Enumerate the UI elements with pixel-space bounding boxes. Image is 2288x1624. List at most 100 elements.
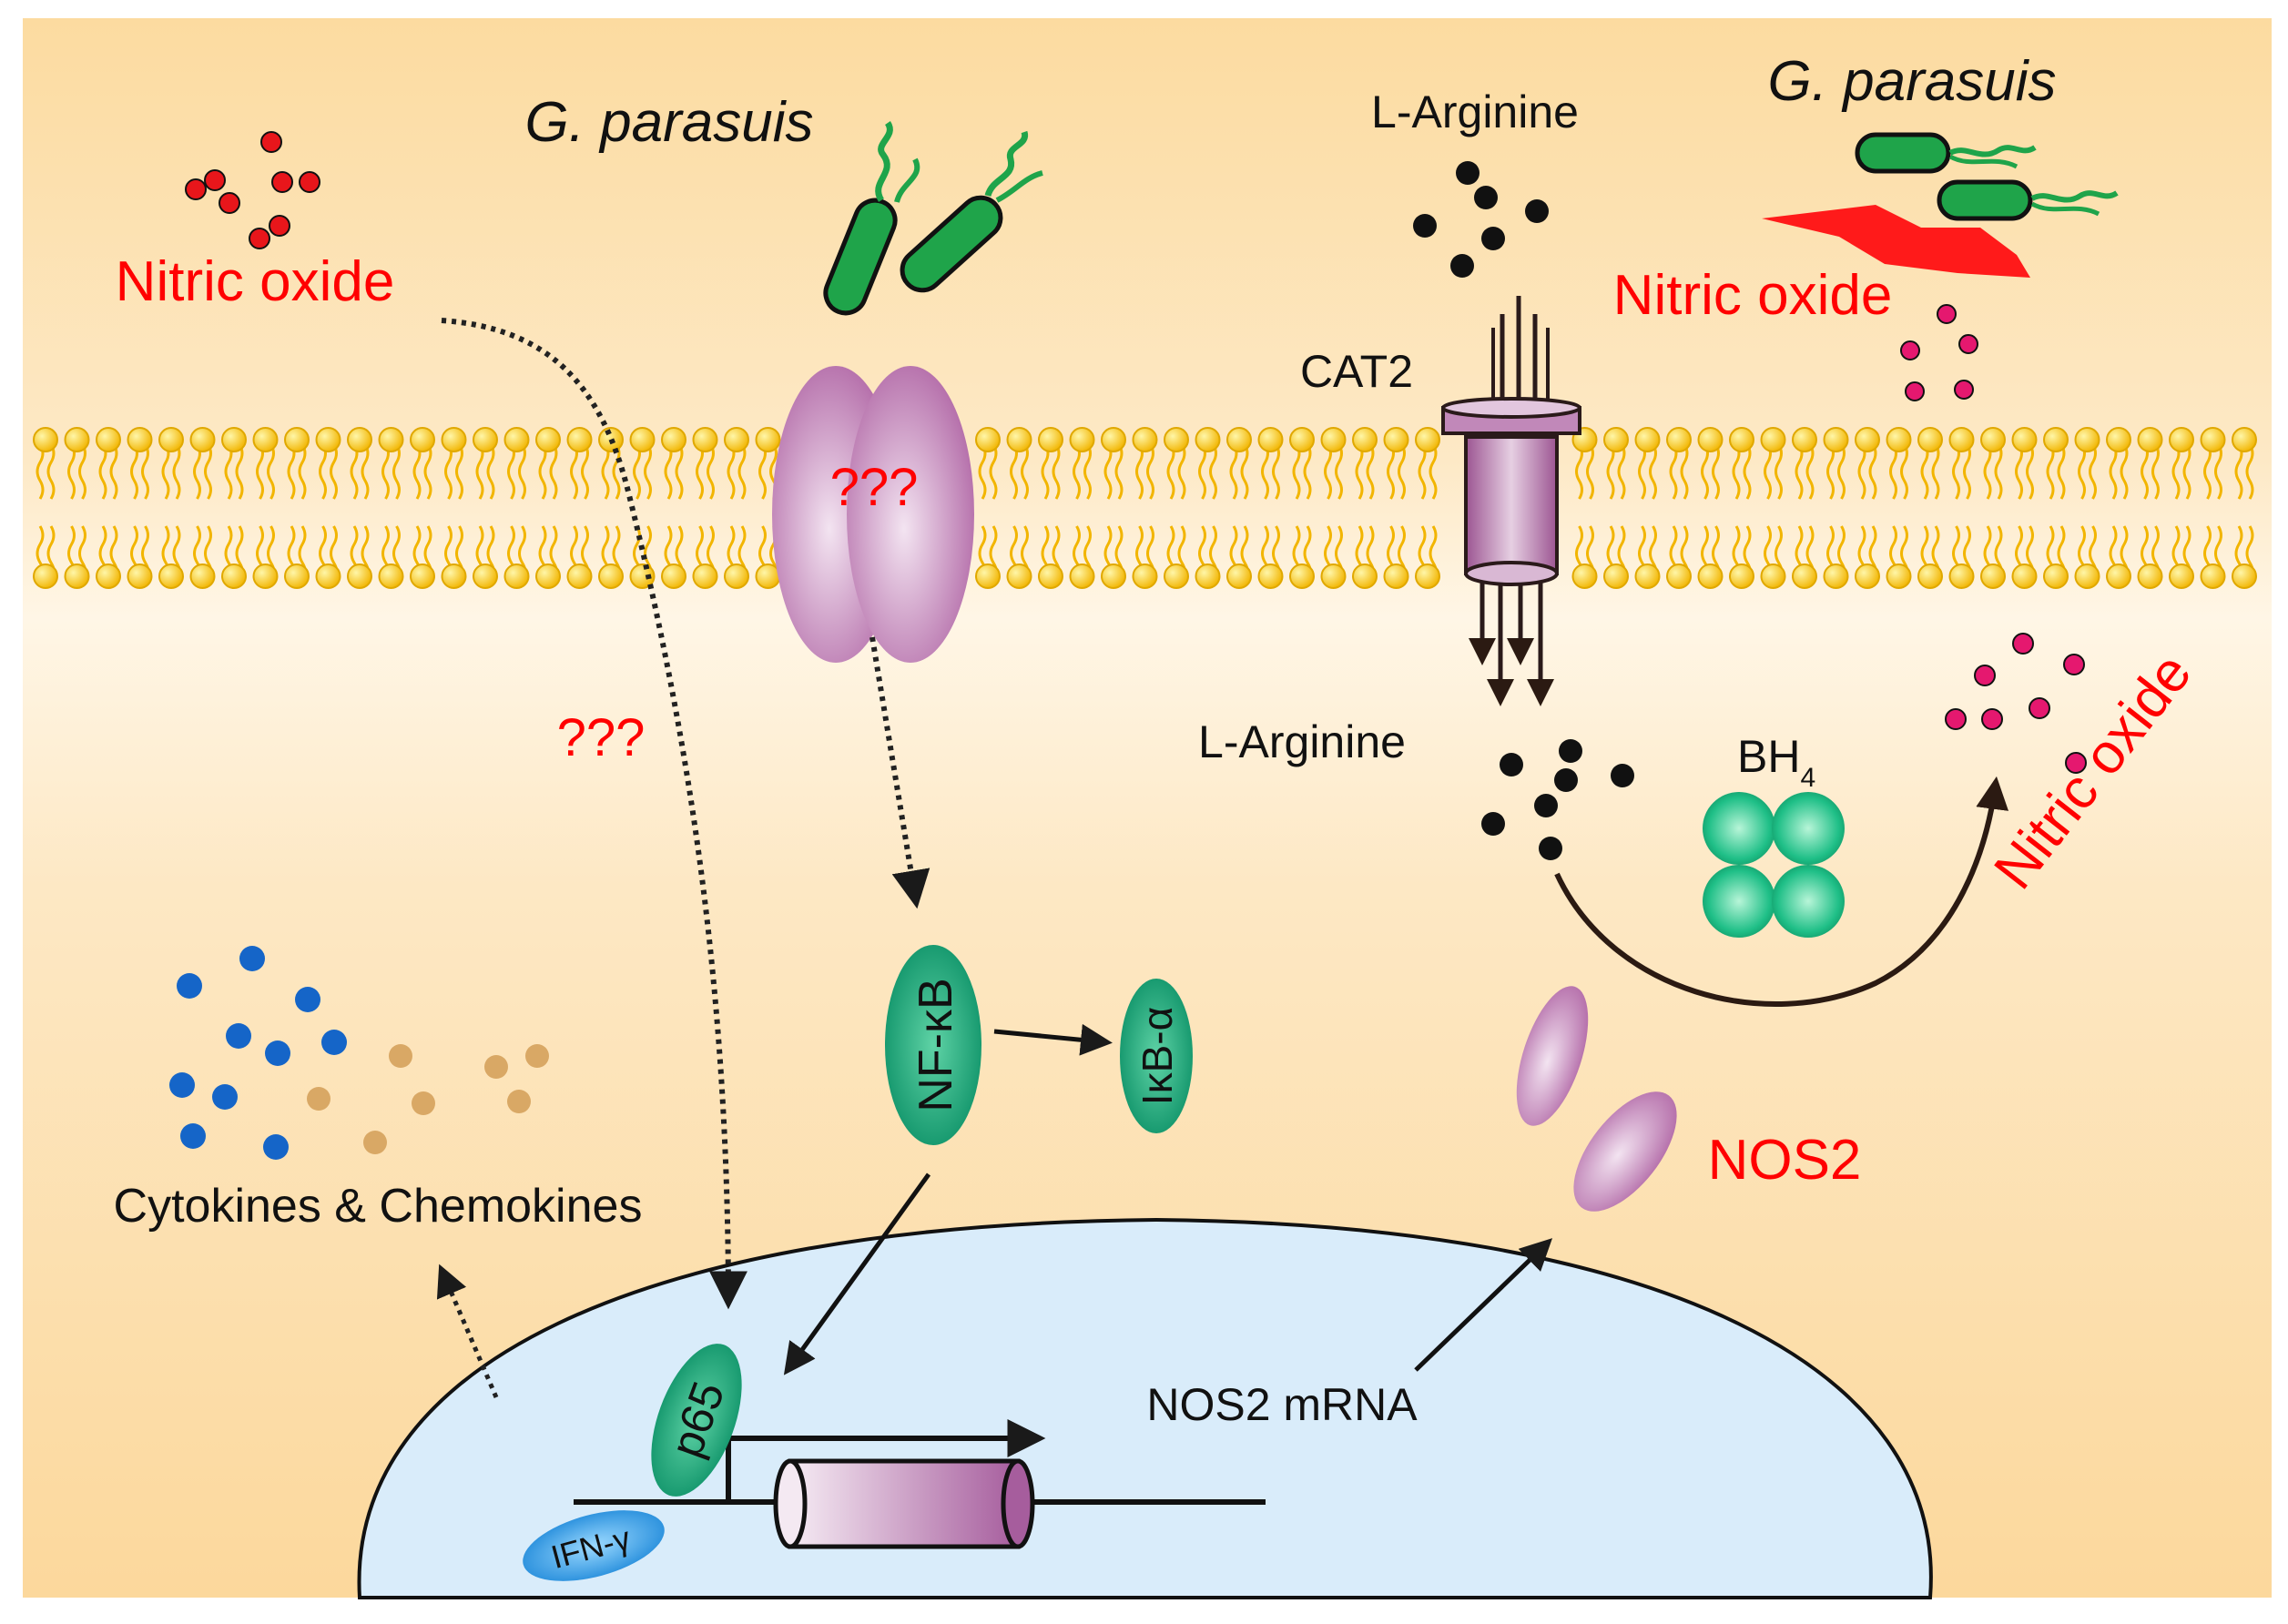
nfkb-protein [885,945,981,1145]
lipid-head [473,427,498,452]
lipid-head [315,427,341,452]
lipid-head [2232,563,2257,589]
lipid-head [96,427,121,452]
lipid-head [1164,427,1189,452]
lipid-head [566,563,593,589]
lipid-head [1038,563,1063,589]
lipid-head [503,563,530,589]
lipid-head [535,563,561,589]
lipid-head [1006,427,1032,452]
lipid-head [1352,563,1378,589]
lipid-head [2074,427,2100,452]
lipid-head [1634,563,1661,589]
lipid-head [1226,427,1252,452]
ikba-protein [1120,979,1193,1133]
lipid-head [1383,563,1409,589]
lipid-head [1226,563,1252,589]
lipid-head [1320,427,1347,452]
lipid-head [1792,427,1817,452]
lipid-head [1855,427,1880,452]
lipid-head [2137,427,2163,452]
nos2-mrna-label: NOS2 mRNA [1146,1379,1418,1430]
lipid-head [755,563,781,589]
lipid-head [1352,427,1378,452]
nfkb-to-ikba-arrow [993,1023,1113,1056]
g-parasuis-bacteria-right [1762,132,2119,278]
l-arginine-label-outside: L-Arginine [1371,86,1579,137]
lipid-head [1603,563,1629,589]
lipid-head [33,563,58,589]
lipid-head [692,427,718,452]
ifng-protein [523,1510,665,1581]
lipid-head [1917,563,1943,589]
lipid-head [410,563,435,589]
lipid-head [1006,563,1032,589]
cytokine-molecules [169,946,347,1160]
lipid-head [1729,563,1754,589]
lipid-head [221,427,247,452]
lipid-head [2106,563,2131,589]
no-to-p65-dotted-arrow [441,318,747,1310]
lipid-head [1980,563,2006,589]
lipid-head [2106,427,2131,452]
lipid-head [1729,427,1754,452]
lipid-head [64,563,90,589]
lipid-head [1101,563,1126,589]
lipid-head [1886,427,1912,452]
lipid-head [1257,427,1284,452]
lipid-head [441,563,467,589]
lipid-head [284,427,310,452]
cat2-transporter [1441,296,1581,586]
lipid-head [598,563,624,589]
lipid-head [315,563,341,589]
nfkb-to-p65-arrow [783,1172,931,1375]
lipid-head [2137,563,2163,589]
nos2-gene [773,1458,1035,1549]
l-arginine-molecules-inside [1481,739,1634,860]
lipid-head [1289,427,1315,452]
lipid-head [1257,563,1284,589]
lipid-head [2169,563,2194,589]
lipid-head [975,427,1001,452]
lipid-head [1415,563,1440,589]
nfkb-label: NF-κB [910,978,962,1111]
l-arginine-molecules-outside [1413,161,1549,278]
g-parasuis-bacteria-left [823,121,1043,316]
lipid-head [158,427,184,452]
lipid-head [252,563,279,589]
cell-membrane [33,427,2257,589]
cat2-label: CAT2 [1300,346,1413,397]
lipid-head [755,427,781,452]
lipid-head [1634,427,1661,452]
bacteria-label-left: G. parasuis [524,91,813,154]
lipid-head [1948,563,1975,589]
lipid-head [661,563,686,589]
no-synthesis-arrow [1554,776,2009,1007]
lipid-head [2043,563,2069,589]
lipid-head [629,427,656,452]
lipid-head [629,563,656,589]
lipid-head [724,563,749,589]
lipid-head [96,563,121,589]
nitric-oxide-label-topright: Nitric oxide [1613,264,1893,327]
lipid-head [724,427,749,452]
lipid-head [1603,427,1629,452]
lipid-head [1132,563,1158,589]
lipid-head [347,427,372,452]
lipid-head [1666,563,1692,589]
lipid-head [566,427,593,452]
lipid-head [975,563,1001,589]
lipid-head [2074,563,2100,589]
l-arginine-label-inside: L-Arginine [1198,716,1406,767]
lipid-head [378,427,404,452]
lipid-head [2200,427,2226,452]
bh4-label: BH4 [1737,731,1815,793]
transport-arrows [1469,583,1554,706]
lipid-head [64,427,90,452]
lipid-head [1760,427,1786,452]
lipid-head [2011,563,2038,589]
lipid-head [1697,563,1724,589]
nos2-label: NOS2 [1708,1129,1862,1192]
lipid-head [2043,427,2069,452]
lipid-head [1823,427,1849,452]
